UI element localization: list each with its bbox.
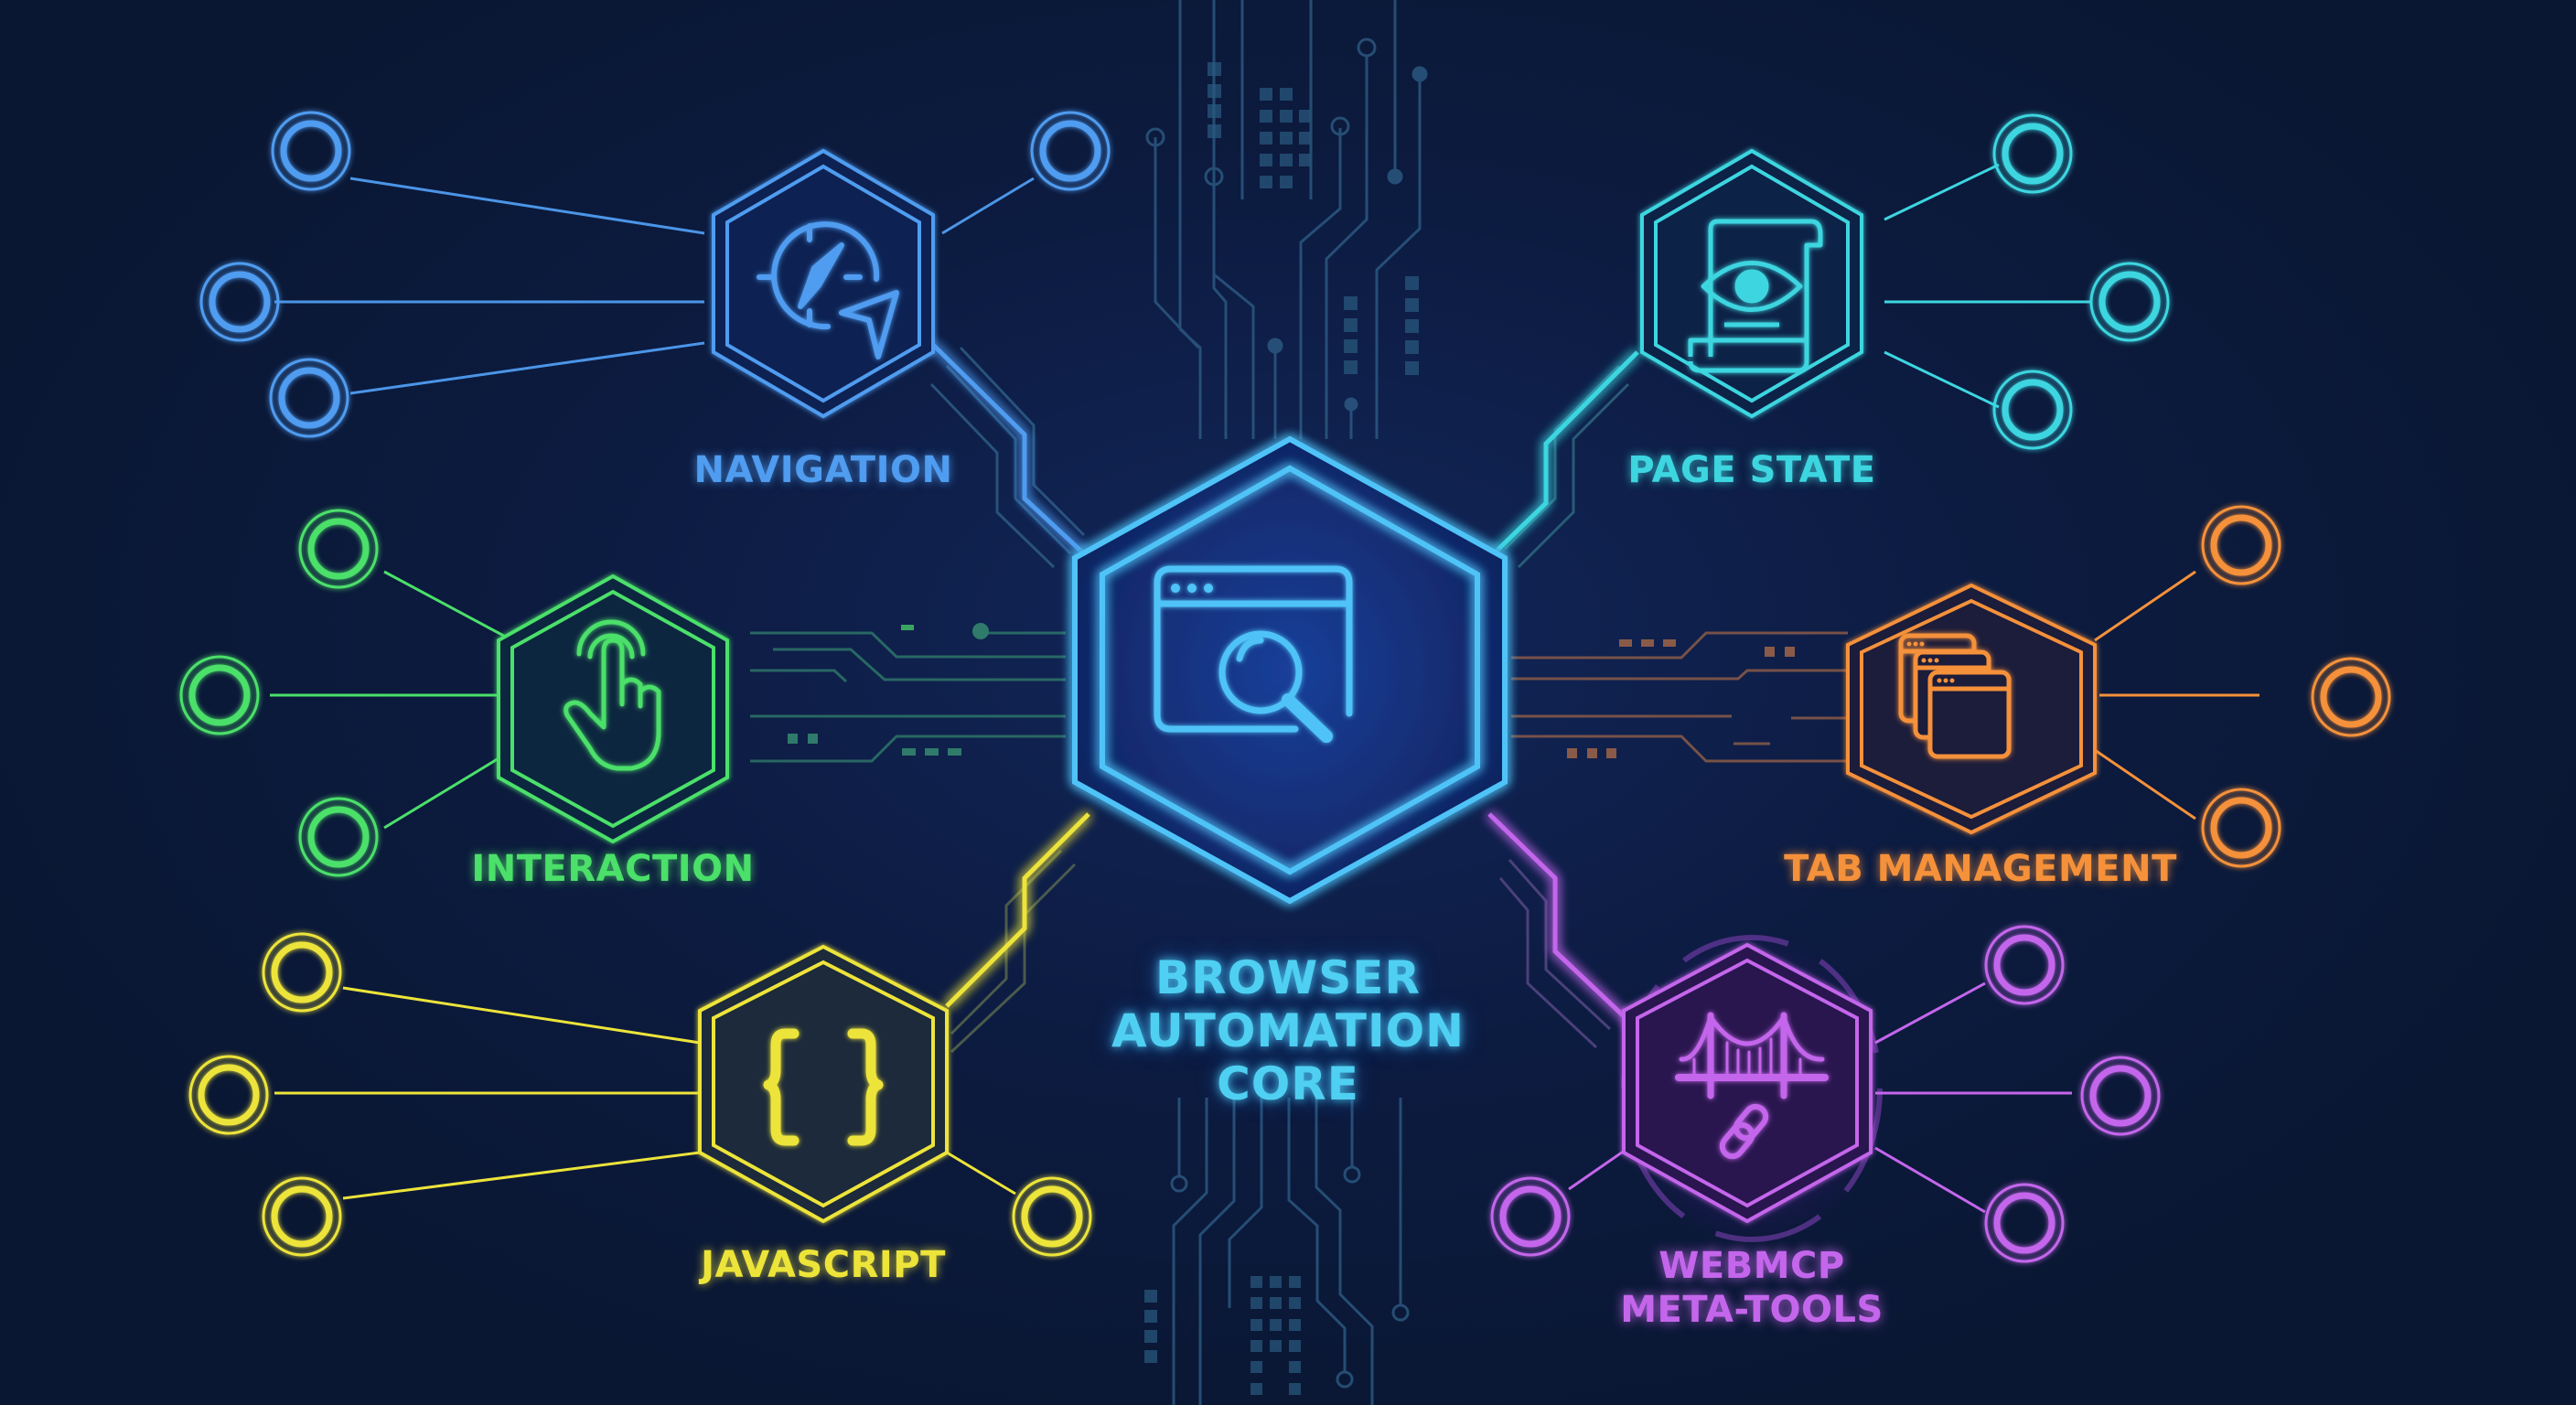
core-module[interactable] (1072, 435, 1508, 905)
page-state-satellites (1992, 113, 2170, 450)
interaction-bus (723, 623, 1066, 763)
browser-window-magnifier-icon (1154, 565, 1353, 743)
curly-braces-icon (763, 1028, 884, 1146)
webmcp-module[interactable] (1490, 925, 2161, 1263)
interaction-satellites (179, 509, 379, 877)
stacked-windows-icon (1898, 633, 2012, 759)
document-eye-icon (1688, 219, 1823, 373)
tab-bus (1511, 631, 1862, 763)
tab-management-label: TAB MANAGEMENT (1784, 848, 2177, 890)
javascript-connector (945, 812, 1090, 1054)
javascript-satellites (188, 932, 1092, 1257)
core-label-line-3: CORE (1217, 1057, 1359, 1110)
webmcp-label-line-2: META-TOOLS (1620, 1289, 1884, 1331)
core-label-line-2: AUTOMATION (1111, 1004, 1465, 1057)
tab-management-module[interactable] (1846, 505, 2391, 868)
background-data-blocks (1144, 62, 1419, 1395)
webmcp-satellites (1490, 925, 2161, 1263)
core-label-line-1: BROWSER (1155, 951, 1421, 1004)
core-label: BROWSER AUTOMATION CORE (1111, 951, 1465, 1110)
tab-management-satellites (2201, 505, 2391, 868)
tap-hand-icon (564, 619, 661, 771)
navigation-satellites (199, 111, 1111, 438)
navigation-module[interactable] (199, 111, 1111, 438)
interaction-hexagon (497, 574, 729, 844)
compass-cursor-icon (757, 221, 899, 359)
interaction-module[interactable] (179, 509, 729, 877)
page-state-label: PAGE STATE (1627, 449, 1876, 491)
navigation-hexagon (712, 148, 935, 419)
javascript-label: JAVASCRIPT (701, 1244, 946, 1286)
bridge-link-icon (1675, 1012, 1829, 1160)
javascript-module[interactable] (188, 932, 1092, 1257)
navigation-connector (929, 341, 1090, 569)
webmcp-connector (1487, 812, 1639, 1049)
interaction-label: INTERACTION (471, 848, 755, 890)
background-circuit (1145, 0, 1428, 1405)
webmcp-label: WEBMCP META-TOOLS (1620, 1244, 1884, 1332)
webmcp-hexagon (1622, 942, 1873, 1224)
page-state-module[interactable] (1640, 113, 2170, 450)
webmcp-label-line-1: WEBMCP (1658, 1245, 1845, 1287)
javascript-hexagon (698, 944, 949, 1224)
navigation-label: NAVIGATION (693, 449, 953, 491)
page-state-connector (1487, 350, 1639, 569)
